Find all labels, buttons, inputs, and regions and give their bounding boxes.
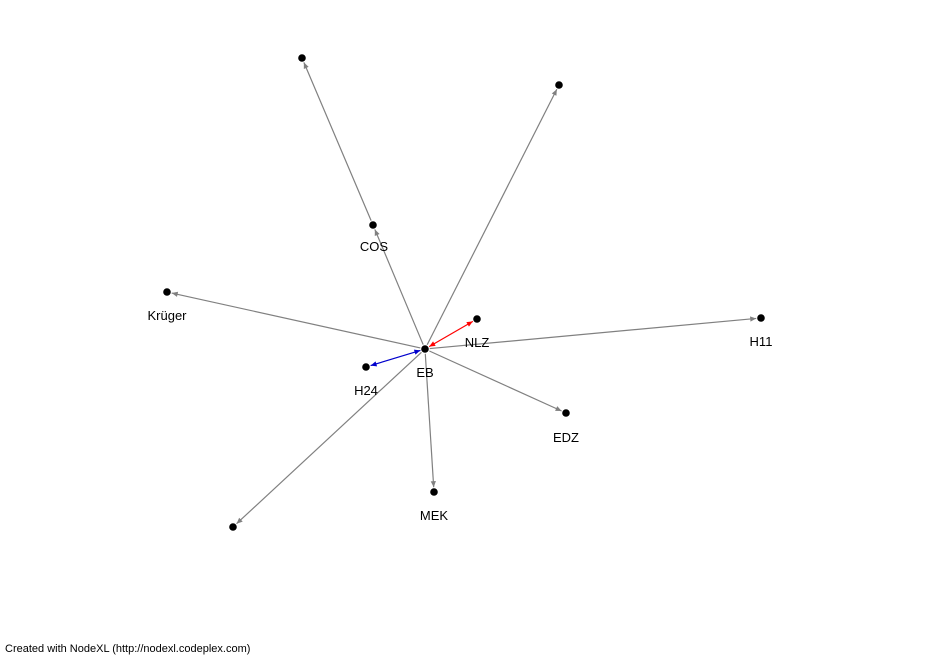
- edge-eb-to-mek: [424, 353, 436, 488]
- edge-eb-to-kr-ger-arrowhead: [171, 291, 179, 297]
- node-edz[interactable]: [562, 409, 570, 417]
- node-n-bottom-left[interactable]: [229, 523, 237, 531]
- edge-eb-to-h11-arrowhead: [750, 316, 757, 322]
- edge-eb-to-cos-line: [374, 229, 424, 345]
- node-kr-ger-label: Krüger: [147, 308, 187, 323]
- edge-eb-to-h24-arrowhead: [370, 361, 378, 367]
- node-cos[interactable]: [369, 221, 377, 229]
- node-h11[interactable]: [757, 314, 765, 322]
- edge-eb-to-n-top-right-line: [426, 89, 558, 345]
- edge-eb-to-nlz: [428, 320, 474, 348]
- node-h11-label: H11: [750, 334, 773, 349]
- node-cos-label: COS: [360, 239, 389, 254]
- edge-eb-to-cos-arrowhead: [374, 229, 380, 236]
- node-mek-label: MEK: [420, 508, 449, 523]
- edge-eb-to-edz-arrowhead: [555, 406, 562, 412]
- node-n-top-left[interactable]: [298, 54, 306, 62]
- edge-eb-to-nlz-arrowhead: [466, 321, 473, 327]
- edges-layer: [171, 62, 757, 525]
- edge-eb-to-edz: [429, 350, 562, 412]
- node-h24-label: H24: [354, 383, 378, 398]
- edge-cos-to-n-top-left: [303, 62, 372, 221]
- edge-eb-to-n-top-right-arrowhead: [551, 89, 557, 96]
- node-eb[interactable]: [421, 345, 429, 353]
- edge-eb-to-h24-line: [370, 349, 421, 367]
- footer-credit: Created with NodeXL (http://nodexl.codep…: [5, 643, 251, 655]
- node-nlz-label: NLZ: [465, 335, 490, 350]
- edge-eb-to-edz-line: [429, 350, 562, 412]
- edge-eb-to-h11: [429, 316, 757, 350]
- edge-eb-to-n-top-right: [426, 89, 558, 345]
- edge-eb-to-mek-line: [424, 353, 435, 488]
- edge-eb-to-n-bottom-left-arrowhead: [236, 517, 243, 524]
- edge-eb-to-nlz-arrowhead-reverse: [429, 341, 436, 347]
- node-n-top-right[interactable]: [555, 81, 563, 89]
- edge-cos-to-n-top-left-line: [303, 62, 372, 221]
- node-nlz[interactable]: [473, 315, 481, 323]
- edge-eb-to-n-bottom-left: [236, 351, 422, 525]
- edge-eb-to-kr-ger: [171, 291, 421, 349]
- edge-eb-to-h24: [370, 349, 421, 367]
- edge-eb-to-n-bottom-left-line: [236, 351, 422, 525]
- edge-eb-to-kr-ger-line: [171, 292, 421, 349]
- edge-eb-to-nlz-line: [428, 320, 474, 348]
- node-eb-label: EB: [416, 365, 433, 380]
- edge-eb-to-cos: [374, 229, 424, 345]
- node-edz-label: EDZ: [553, 430, 579, 445]
- edge-eb-to-h24-arrowhead-reverse: [413, 349, 421, 355]
- edge-eb-to-h11-line: [429, 317, 757, 350]
- node-mek[interactable]: [430, 488, 438, 496]
- nodes-layer: [163, 54, 765, 531]
- edge-cos-to-n-top-left-arrowhead: [303, 62, 309, 69]
- edge-eb-to-mek-arrowhead: [430, 481, 436, 488]
- node-kr-ger[interactable]: [163, 288, 171, 296]
- node-h24[interactable]: [362, 363, 370, 371]
